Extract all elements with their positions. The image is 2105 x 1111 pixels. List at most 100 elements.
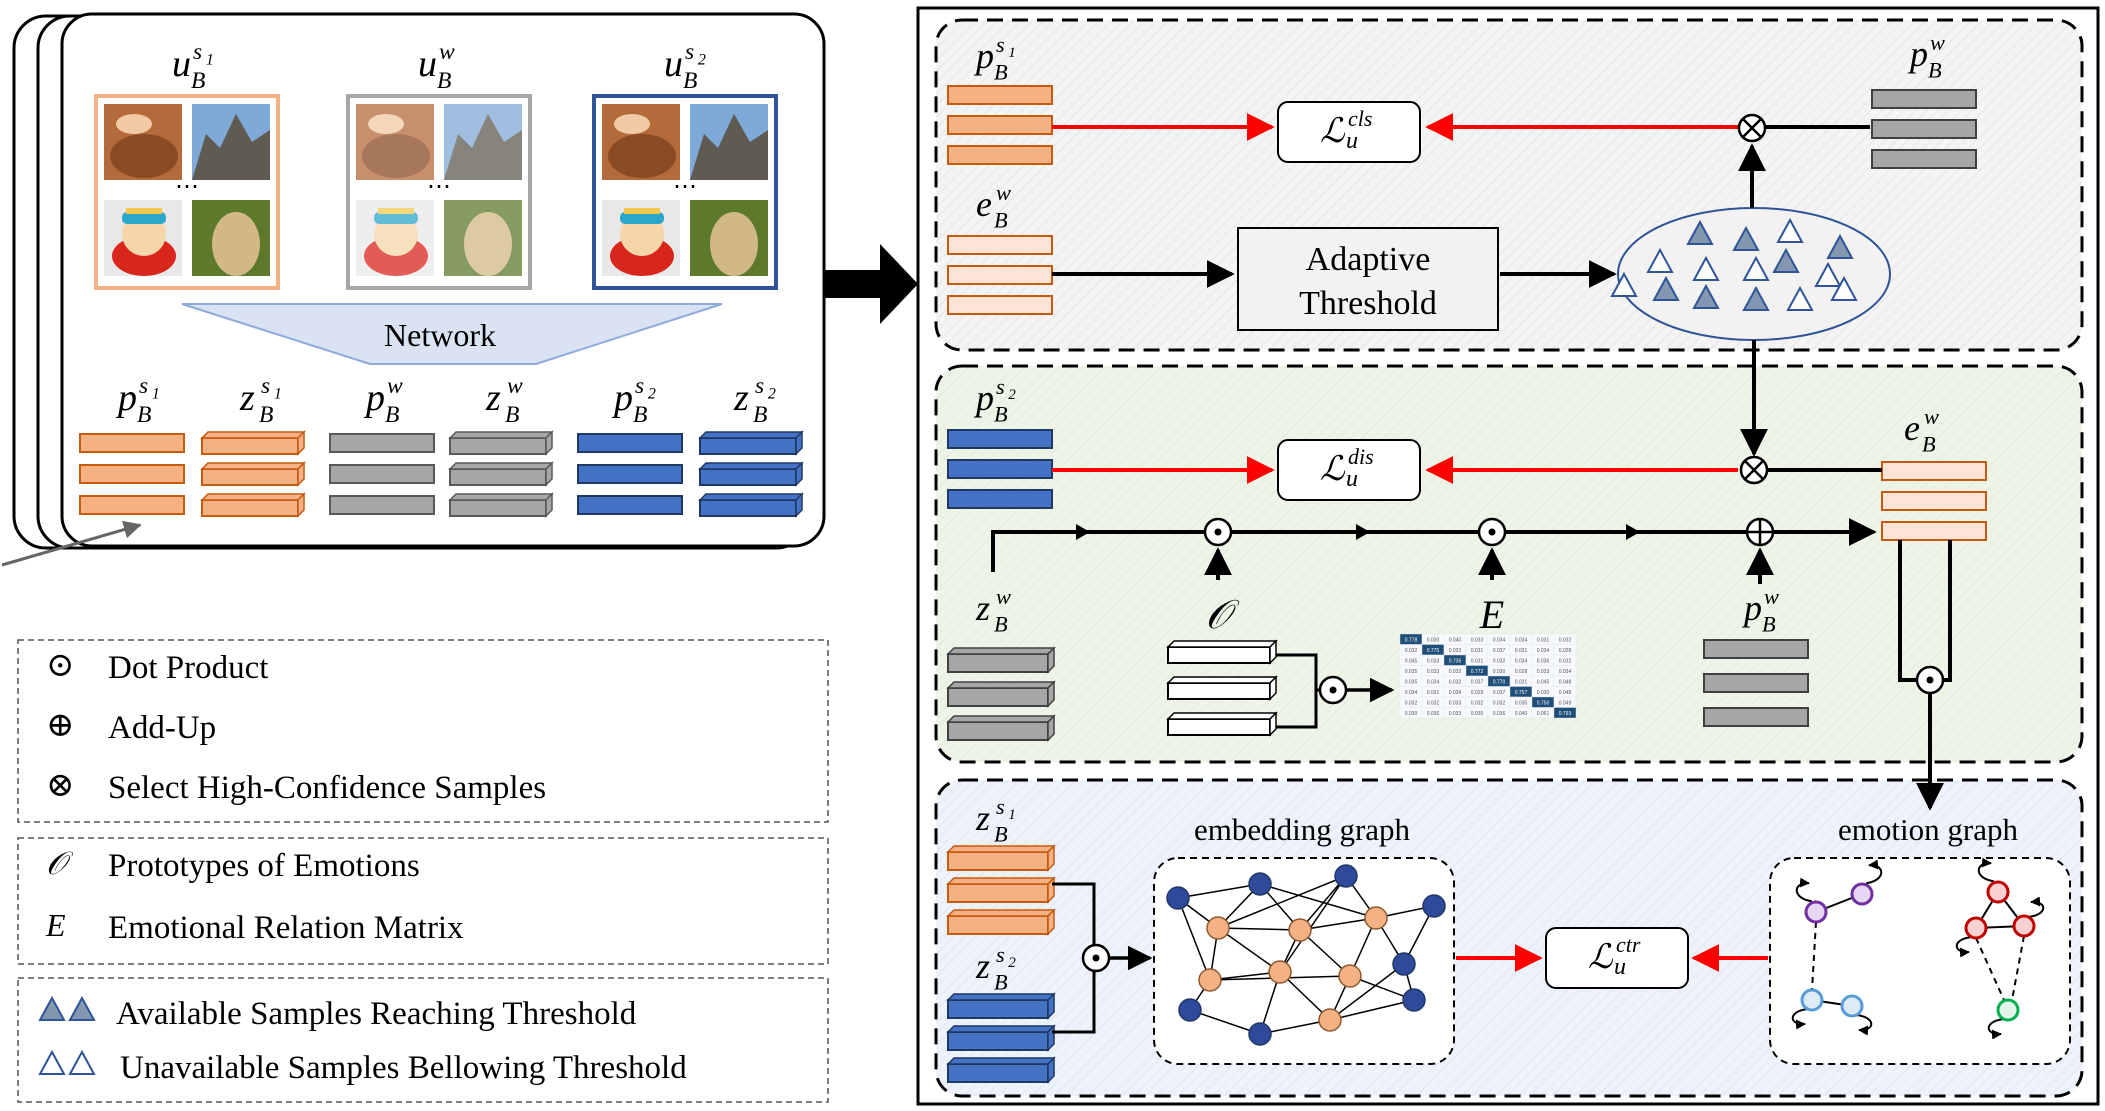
big-right-arrow <box>824 244 918 324</box>
image-thumb-1-0 <box>356 104 434 180</box>
matrix-value-6-2: 0.033 <box>1449 701 1462 707</box>
embedding-node-13 <box>1318 1008 1342 1032</box>
matrix-cell-2-7: 0.032 <box>1553 654 1577 666</box>
matrix-value-7-6: 0.061 <box>1537 711 1550 717</box>
mid-p-s2-bar-2 <box>947 489 1053 509</box>
output-bar-3-0 <box>448 430 554 456</box>
top-e-w-bar-1 <box>947 265 1053 285</box>
emotion-node-2 <box>1800 988 1824 1012</box>
legend-text-5: Available Samples Reaching Threshold <box>116 996 637 1032</box>
legend-item-2: ⊗Select High-Confidence Samples <box>46 767 546 806</box>
stack-arrow <box>1 520 142 567</box>
matrix-value-0-6: 0.031 <box>1537 638 1550 644</box>
top-p-w-bar-0 <box>1871 89 1977 109</box>
matrix-value-0-0: 0.778 <box>1405 638 1418 644</box>
loss-cls-sup: cls <box>1348 106 1372 131</box>
output-bars <box>79 430 804 518</box>
matrix-value-2-1: 0.033 <box>1427 659 1440 665</box>
adaptive-threshold-line-1: Adaptive <box>1306 241 1431 278</box>
matrix-cell-1-1: 0.775 <box>1421 644 1445 656</box>
output-label-5-supsub: 2 <box>768 386 776 403</box>
image-thumb-1-2 <box>356 200 434 276</box>
loss-dis-base: ℒ <box>1320 449 1346 489</box>
mid-z-w-bar-2 <box>946 714 1056 742</box>
embedding-node-3 <box>1422 894 1446 918</box>
matrix-cell-0-4: 0.034 <box>1487 633 1511 645</box>
matrix-cell-0-6: 0.031 <box>1531 633 1555 645</box>
svg-text:p: p <box>363 377 385 419</box>
legend-triangle-b-6 <box>68 1049 96 1075</box>
sample-triangle-2 <box>1776 217 1804 243</box>
matrix-value-7-7: 0.793 <box>1559 711 1572 717</box>
u-label-2-base: u <box>664 43 683 85</box>
output-bar-0-2 <box>79 495 185 515</box>
image-thumb-0-1 <box>192 104 270 180</box>
legend-item-0: ⊙Dot Product <box>46 647 268 686</box>
matrix-value-3-2: 0.032 <box>1449 669 1462 675</box>
embedding-node-11 <box>1178 998 1202 1022</box>
output-label-1-sub: B <box>259 402 273 428</box>
matrix-cell-3-5: 0.028 <box>1509 665 1533 677</box>
matrix-value-6-0: 0.032 <box>1405 701 1418 707</box>
output-label-1-base: z <box>239 377 255 419</box>
svg-text:z: z <box>975 798 990 838</box>
top-bars <box>947 85 1977 315</box>
embedding-edge-8 <box>1217 927 1281 973</box>
legend-symbol-2: ⊗ <box>46 767 75 804</box>
top-p-w-bar-2 <box>1871 149 1977 169</box>
loss-ctr-sup: ctr <box>1616 932 1641 957</box>
select-op-top <box>1737 113 1767 143</box>
sample-triangle-4 <box>1646 247 1674 273</box>
bot-z-s1-bar-2 <box>946 908 1056 936</box>
matrix-cell-5-2: 0.034 <box>1443 686 1467 698</box>
matrix-cell-7-2: 0.033 <box>1443 707 1467 719</box>
matrix-value-5-7: 0.048 <box>1559 690 1572 696</box>
embedding-edge-22 <box>1329 999 1415 1021</box>
svg-text:p: p <box>611 377 633 419</box>
legend-symbol-1: ⊕ <box>46 707 75 744</box>
matrix-cell-6-0: 0.032 <box>1399 696 1423 708</box>
matrix-symbol: E <box>1479 592 1504 637</box>
output-label-2-base: p <box>363 377 385 419</box>
sample-triangle-0 <box>1686 219 1714 245</box>
matrix-cell-5-1: 0.031 <box>1421 686 1445 698</box>
matrix-cell-3-0: 0.035 <box>1399 665 1423 677</box>
matrix-value-4-6: 0.045 <box>1537 680 1550 686</box>
embedding-edge-30 <box>1329 963 1405 1021</box>
u-label-0-sub: B <box>191 68 205 94</box>
emotion-loop-0 <box>1795 877 1812 903</box>
image-grid-2: ⋯ <box>592 94 778 290</box>
loss-ctr-sub: u <box>1614 954 1626 980</box>
svg-text:p: p <box>115 377 137 419</box>
mid-p-w-bar-2 <box>1703 707 1809 727</box>
output-bar-2-2 <box>329 495 435 515</box>
matrix-value-7-5: 0.040 <box>1515 711 1528 717</box>
image-grid-ellipsis-1: ⋯ <box>427 174 451 200</box>
svg-text:p: p <box>1907 34 1928 74</box>
matrix-cell-2-2: 0.735 <box>1443 654 1467 666</box>
matrix-value-3-6: 0.033 <box>1537 669 1550 675</box>
embedding-node-7 <box>1198 968 1222 992</box>
embedding-node-8 <box>1268 960 1292 984</box>
svg-text:p: p <box>973 378 994 418</box>
legend-triangle-a-5 <box>38 995 66 1021</box>
embedding-node-10 <box>1392 952 1416 976</box>
matrix-cell-5-0: 0.034 <box>1399 686 1423 698</box>
matrix-value-1-7: 0.028 <box>1559 648 1572 654</box>
matrix-cell-1-4: 0.037 <box>1487 644 1511 656</box>
u-label-1-sub: B <box>437 68 451 94</box>
matrix-cell-2-1: 0.033 <box>1421 654 1445 666</box>
matrix-value-3-4: 0.030 <box>1493 669 1506 675</box>
prototype-bars <box>1166 639 1278 737</box>
output-label-5-sub: B <box>753 402 767 428</box>
output-bar-5-2 <box>698 492 804 518</box>
